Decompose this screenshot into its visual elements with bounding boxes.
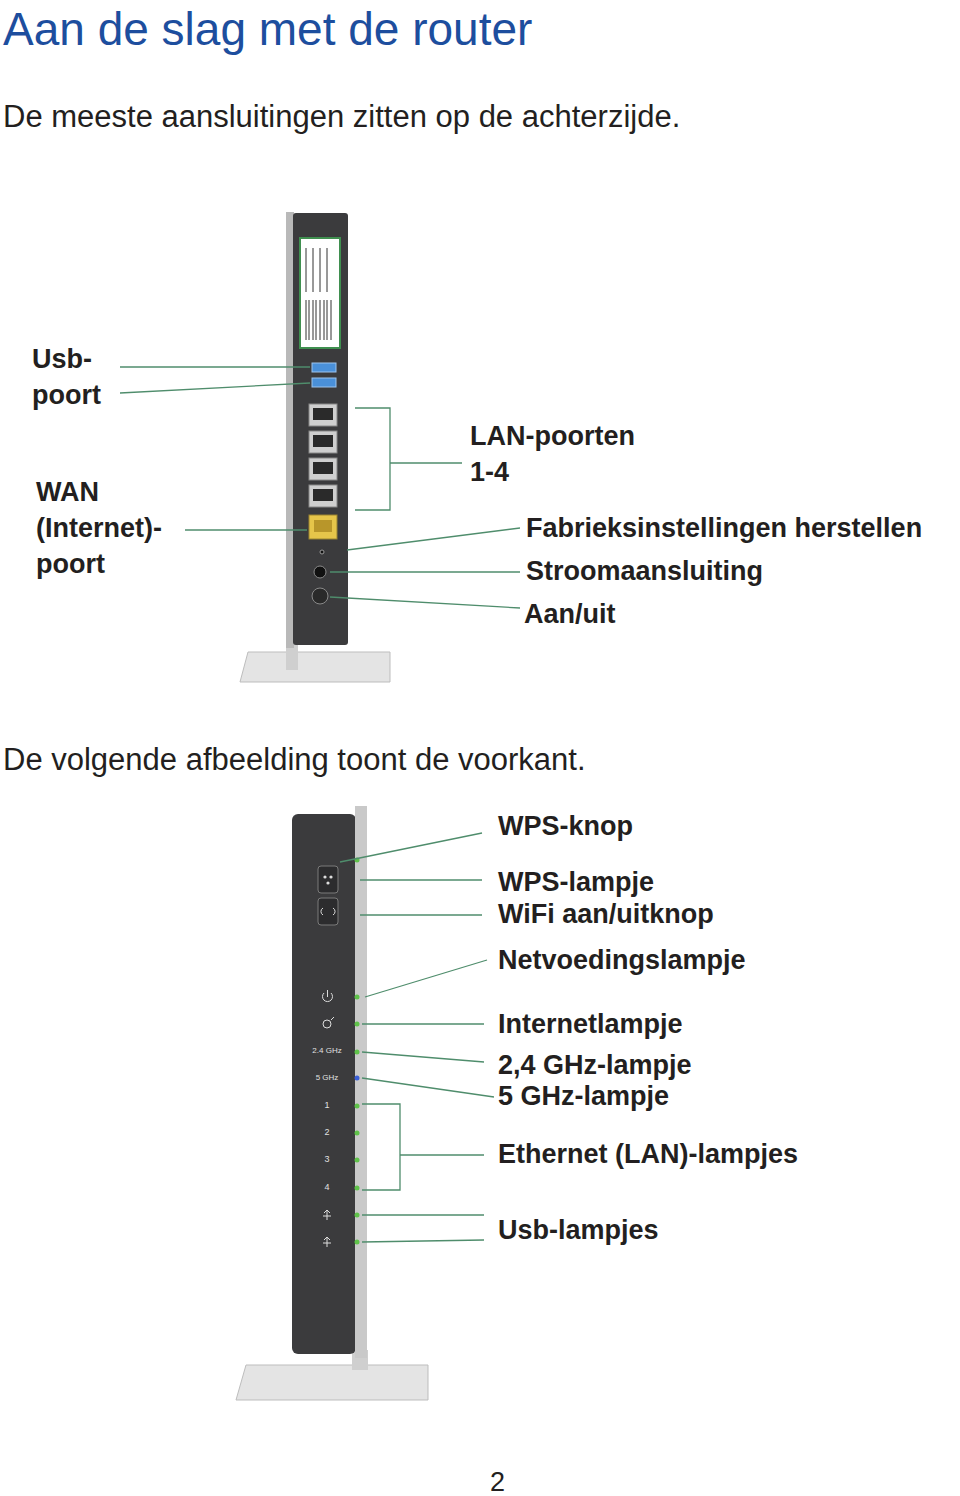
body-text: De meeste aansluitingen zitten op de ach… [3, 98, 680, 135]
led-label: 2 [324, 1127, 329, 1138]
callout-label: Netvoedingslampje [498, 944, 746, 976]
callout-label: WAN (Internet)- poort [36, 474, 166, 582]
led-label: 1 [324, 1100, 329, 1111]
callout-label: Usb- poort [32, 341, 105, 413]
callout-label: Usb-lampjes [498, 1214, 659, 1246]
led-label: 2.4 GHz [312, 1046, 341, 1056]
body-text: 2 [490, 1466, 505, 1496]
callout-label: Fabrieksinstellingen herstellen [526, 512, 922, 544]
callout-label: WPS-lampje [498, 866, 654, 898]
led-label: 4 [324, 1182, 329, 1193]
router-front [236, 806, 428, 1400]
callout-label: Aan/uit [524, 598, 616, 630]
callout-label: Stroomaansluiting [526, 555, 763, 587]
leader-lines [340, 833, 494, 1242]
callout-label: 5 GHz-lampje [498, 1080, 669, 1112]
callout-label: Ethernet (LAN)-lampjes [498, 1138, 798, 1170]
led-label: 5 GHz [316, 1073, 339, 1083]
callout-label: LAN-poorten 1-4 [470, 418, 639, 490]
callout-label: WiFi aan/uitknop [498, 898, 714, 930]
callout-label: 2,4 GHz-lampje [498, 1049, 692, 1081]
callout-label: WPS-knop [498, 810, 633, 842]
callout-label: Internetlampje [498, 1008, 683, 1040]
led-label: 3 [324, 1154, 329, 1165]
body-text: De volgende afbeelding toont de voorkant… [3, 741, 586, 778]
page-title: Aan de slag met de router [3, 2, 532, 57]
router-rear [240, 212, 390, 682]
leader-lines [120, 367, 520, 608]
